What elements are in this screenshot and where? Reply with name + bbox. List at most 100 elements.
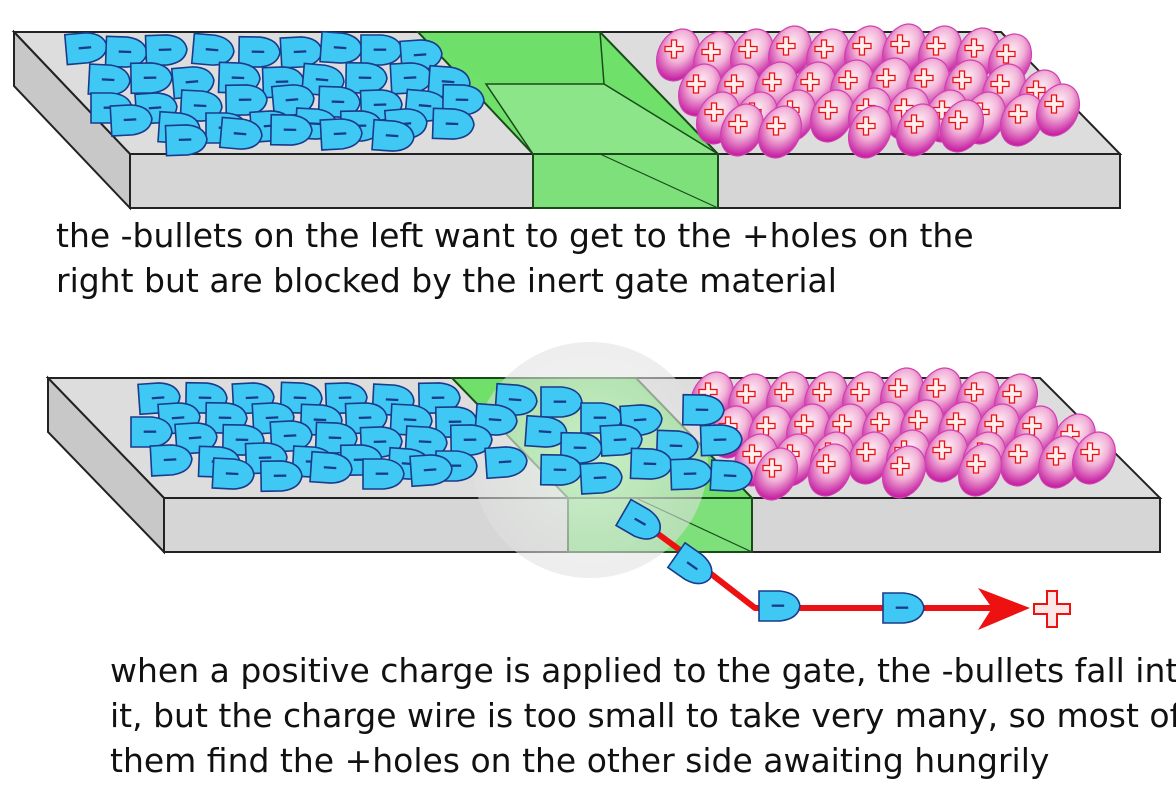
negative-charge-bullet-icon: − (474, 402, 518, 436)
positive-hole-icon (655, 28, 701, 82)
bullet-sign: − (329, 89, 347, 114)
negative-charge-bullet-icon: − (109, 104, 153, 137)
bullet-sign: − (486, 406, 504, 431)
negative-charge-bullet-icon: − (409, 454, 453, 488)
bullet-sign: − (496, 448, 514, 473)
negative-charge-bullet-icon: − (666, 541, 713, 585)
bullet-sign: − (231, 120, 250, 145)
bullet-sign: − (641, 451, 659, 476)
positive-hole-icon (939, 99, 985, 153)
negative-charge-bullet-icon: − (224, 84, 268, 117)
negative-charge-bullet-icon: − (389, 62, 433, 95)
negative-charge-bullet-icon: − (484, 446, 528, 480)
bottom-caption: when a positive charge is applied to the… (110, 648, 1176, 783)
negative-charge-bullet-icon: − (614, 498, 662, 540)
positive-hole-icon (923, 429, 969, 483)
bullet-sign: − (156, 37, 174, 62)
bottom-semiconductor-slab: −−−−−−−−−−−−−−−−−−−−−−−−−−−−−−−−−−−−−−−−… (45, 342, 1163, 630)
top-gate-inner-face (426, 36, 604, 84)
negative-charge-bullet-icon: − (149, 444, 193, 477)
negative-charge-bullet-icon: − (164, 124, 208, 157)
bullet-sign: − (416, 92, 435, 117)
bullet-sign: − (611, 427, 629, 452)
bullet-sign: − (216, 405, 233, 429)
bullet-sign: − (592, 405, 609, 429)
top-caption: the -bullets on the left want to get to … (56, 213, 974, 303)
bullet-sign: − (711, 427, 729, 452)
bullet-sign: − (374, 461, 391, 485)
positive-hole-icon (757, 105, 803, 159)
negative-charge-bullet-icon: − (619, 404, 663, 438)
bullet-sign: − (894, 595, 911, 619)
bullet-sign: − (281, 423, 299, 448)
bullet-sign: − (411, 41, 429, 66)
negative-charge-bullet-icon: − (882, 592, 925, 624)
bullet-sign: − (667, 433, 685, 458)
bullet-sign: − (506, 386, 524, 411)
negative-charge-bullet-icon: − (655, 429, 699, 462)
positive-hole-icon (847, 431, 893, 485)
negative-charge-bullet-icon: − (449, 424, 493, 457)
top-gate-edge (599, 31, 605, 85)
positive-hole-icon (719, 103, 765, 157)
bullet-sign: − (186, 424, 204, 449)
negative-charge-bullet-icon: − (709, 459, 753, 492)
bullet-sign: − (291, 385, 309, 410)
negative-charge-bullet-icon: − (317, 85, 361, 118)
bullet-sign: − (176, 127, 194, 152)
top-bullet-cluster: −−−−−−−−−−−−−−−−−−−−−−−−−−−−−−−−−−−−−−−− (63, 30, 485, 157)
bullet-sign: − (331, 34, 349, 59)
bottom-slab-left-face (47, 375, 165, 555)
bullet-sign: − (249, 39, 266, 63)
bullet-sign: − (203, 36, 222, 61)
negative-charge-bullet-icon: − (681, 393, 725, 426)
bullet-sign: − (552, 389, 569, 413)
negative-charge-bullet-icon: − (211, 457, 255, 490)
negative-charge-bullet-icon: − (699, 424, 743, 457)
negative-charge-bullet-icon: − (362, 458, 405, 490)
negative-charge-bullet-icon: − (579, 462, 623, 495)
bullet-sign: − (721, 463, 739, 488)
bullet-sign: − (141, 65, 158, 89)
bullet-sign: − (383, 122, 401, 147)
positive-terminal-icon (1033, 590, 1071, 628)
negative-charge-bullet-icon: − (431, 107, 475, 140)
negative-charge-bullet-icon: − (539, 453, 583, 486)
negative-charge-bullet-icon: − (360, 34, 403, 66)
bullet-sign: − (161, 447, 179, 472)
charge-wire (648, 525, 1000, 611)
negative-charge-bullet-icon: − (190, 32, 235, 66)
bullet-sign: − (416, 429, 434, 454)
bullet-sign: − (681, 461, 699, 486)
bullet-sign: − (291, 39, 309, 64)
bullet-sign: − (271, 463, 288, 487)
bottom-caption-line-3: them find the +holes on the other side a… (110, 741, 1050, 780)
negative-charge-bullet-icon: − (279, 36, 323, 69)
bullet-sign: − (371, 429, 389, 454)
negative-charge-bullet-icon: − (63, 32, 108, 66)
positive-hole-icon (999, 93, 1045, 147)
top-gate-front-face (532, 153, 719, 209)
negative-charge-bullet-icon: − (259, 460, 303, 493)
negative-charge-bullet-icon: − (417, 382, 461, 415)
top-semiconductor-slab: −−−−−−−−−−−−−−−−−−−−−−−−−−−−−−−−−−−−−−−− (11, 23, 1123, 211)
positive-hole-icon (895, 103, 941, 157)
bullet-sign: − (770, 593, 787, 617)
positive-hole-icon (881, 445, 927, 499)
negative-charge-bullet-icon: − (540, 386, 583, 418)
positive-hole-icon (957, 443, 1003, 497)
bullet-sign: − (461, 427, 478, 451)
top-caption-line-1: the -bullets on the left want to get to … (56, 216, 974, 255)
bullet-sign: − (631, 406, 649, 431)
bullet-sign: − (401, 407, 419, 432)
bullet-sign: − (229, 65, 247, 90)
bullet-sign: − (281, 117, 298, 141)
bullet-sign: − (591, 465, 609, 490)
bullet-sign: − (116, 39, 134, 64)
positive-hole-icon (1035, 83, 1081, 137)
bullet-sign: − (429, 385, 446, 409)
positive-hole-icon (807, 443, 853, 497)
bullet-sign: − (401, 65, 419, 90)
bullet-sign: − (99, 67, 117, 92)
